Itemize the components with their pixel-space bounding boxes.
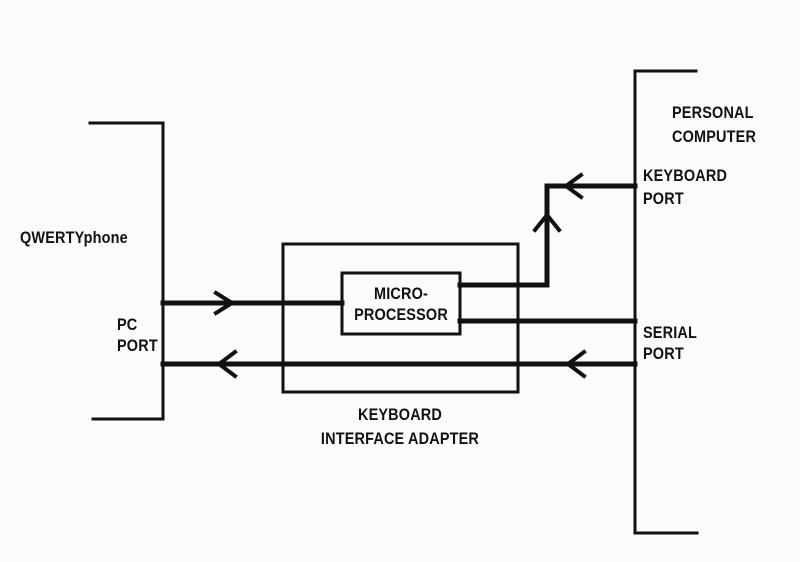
keyboard-interface-adapter-label: KEYBOARD INTERFACE ADAPTER: [307, 403, 494, 451]
serial-port-line1: SERIAL: [643, 323, 698, 342]
microprocessor-line1: MICRO-: [373, 284, 429, 303]
personal-computer-boundary: [633, 69, 699, 535]
personal-computer-line2: COMPUTER: [672, 127, 757, 146]
microprocessor-line2: PROCESSOR: [354, 305, 448, 324]
arrow-left-icon: [215, 349, 238, 379]
pc-port-line2: PORT: [117, 336, 158, 355]
keyboard-port-label: KEYBOARD PORT: [643, 164, 727, 210]
qwertyphone-label: QWERTYphone: [20, 228, 128, 247]
keyboard-port-line2: PORT: [643, 189, 684, 208]
arrow-left-icon: [562, 172, 584, 200]
adapter-line2: INTERFACE ADAPTER: [320, 429, 480, 448]
arrow-right-icon: [213, 290, 236, 316]
micro-to-keyboard-line: [457, 183, 638, 288]
arrow-left-icon: [564, 349, 587, 379]
qwertyphone-boundary: [88, 121, 165, 421]
serial-port-line2: PORT: [643, 344, 684, 363]
keyboard-port-line1: KEYBOARD: [643, 166, 728, 185]
serial-port-label: SERIAL PORT: [643, 322, 697, 364]
personal-computer-label: PERSONAL COMPUTER: [672, 101, 756, 149]
keyboard-interface-adapter-box: [281, 242, 520, 394]
adapter-line1: KEYBOARD: [357, 405, 443, 424]
pc-port-line1: PC: [117, 315, 138, 334]
personal-computer-line1: PERSONAL: [672, 103, 754, 122]
microprocessor-label: MICRO- PROCESSOR: [351, 283, 451, 325]
arrow-up-icon: [532, 211, 562, 233]
pc-port-label: PC PORT: [117, 314, 158, 356]
